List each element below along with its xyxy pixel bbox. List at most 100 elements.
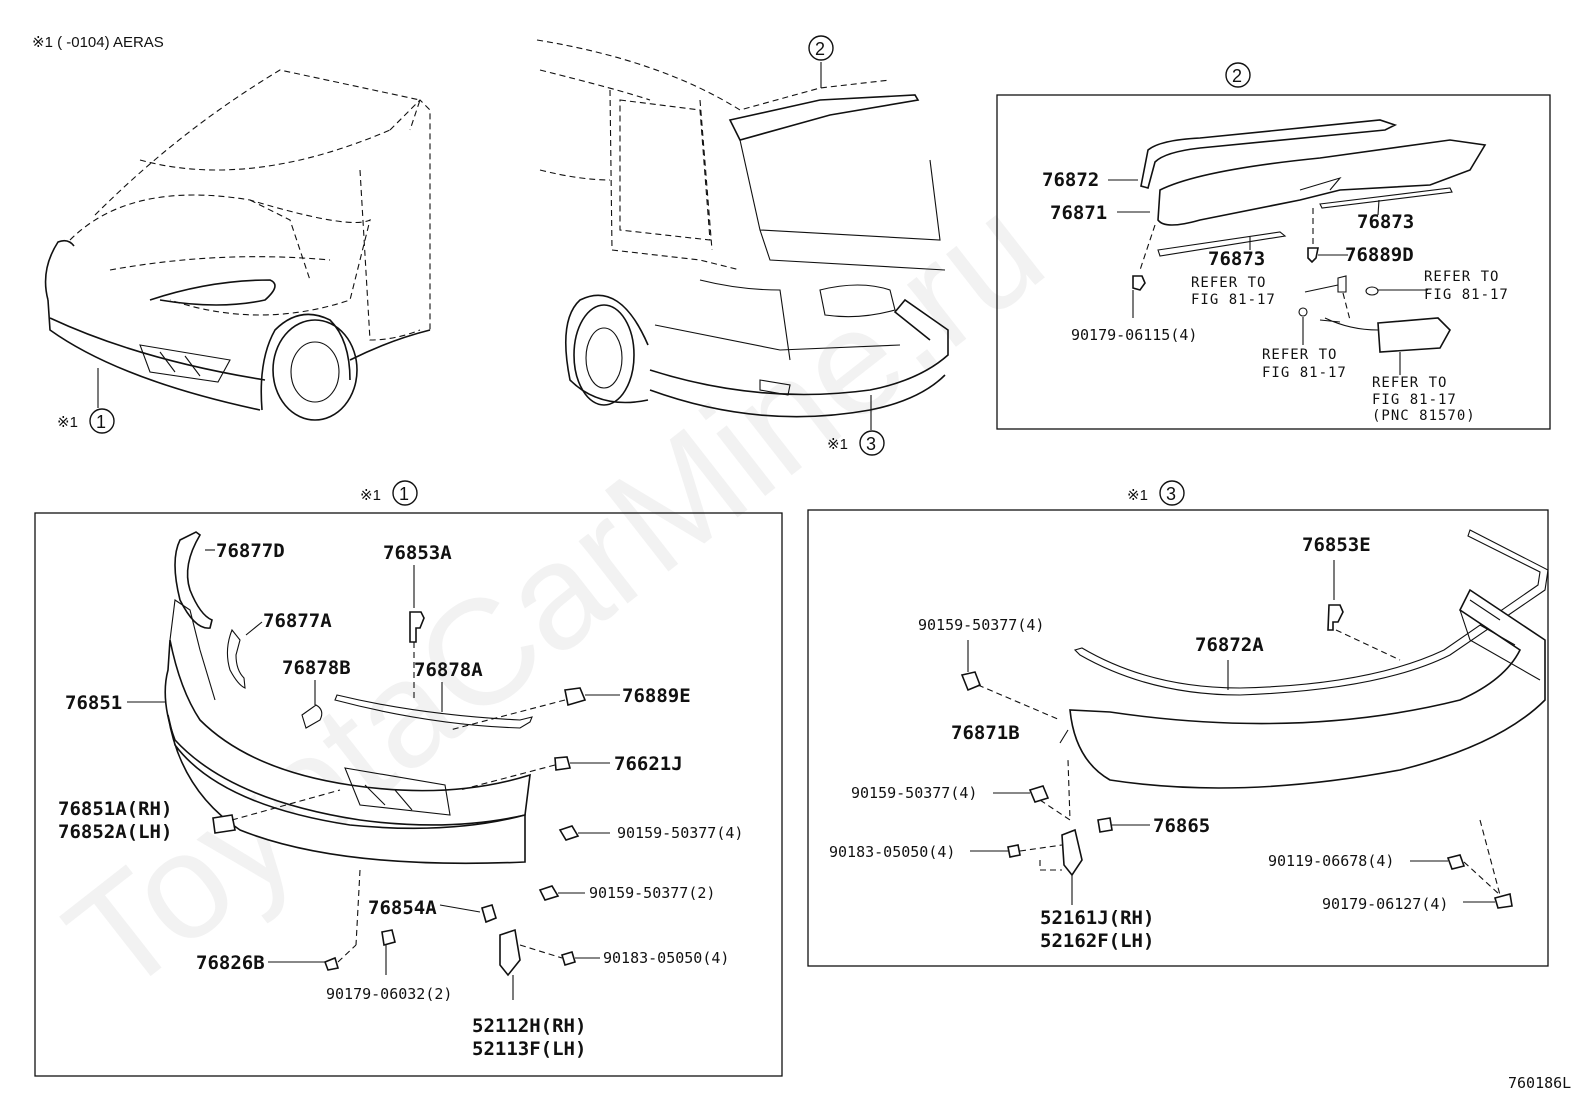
callout-2-top-number: 2 xyxy=(815,39,825,59)
label-76889d: 76889D xyxy=(1345,244,1414,266)
label-76621j: 76621J xyxy=(614,753,683,775)
label-76853e: 76853E xyxy=(1302,534,1371,556)
front-bumper-panel: 76877D 76853A 76877A 76878B 76878A 76851… xyxy=(58,531,743,1060)
part-76877a-shape xyxy=(226,628,246,689)
label-76873-left: 76873 xyxy=(1208,248,1265,270)
label-76872a: 76872A xyxy=(1195,634,1264,656)
part-76851a-shape xyxy=(212,814,236,834)
part-90183-05050-shape xyxy=(561,951,576,966)
part-76854a-shape xyxy=(481,904,497,924)
part-76877d-shape xyxy=(174,531,213,629)
ref-2-line-1: REFER TO xyxy=(1424,269,1499,285)
label-76826b: 76826B xyxy=(196,952,265,974)
label-52112h-rh: 52112H(RH) xyxy=(472,1015,586,1037)
part-76873-left-shape xyxy=(1157,231,1287,257)
label-76889e: 76889E xyxy=(622,685,691,707)
label-90159-50377-a: 90159-50377(4) xyxy=(918,616,1044,634)
part-76871b-shape xyxy=(1069,588,1546,789)
label-90159-50377-b: 90159-50377(4) xyxy=(851,784,977,802)
label-90183-05050-rear: 90183-05050(4) xyxy=(829,843,955,861)
part-76872a-shape xyxy=(1073,529,1549,696)
stop-lamp-shape xyxy=(1377,317,1451,353)
part-90183-05050-rear-shape xyxy=(1007,844,1021,858)
front-panel-frame xyxy=(34,512,783,1077)
rear-bumper-panel: 76853E 90159-50377(4) 76872A 76871B 9015… xyxy=(829,529,1549,952)
label-76853a: 76853A xyxy=(383,542,452,564)
ref-4-line-3: (PNC 81570) xyxy=(1372,408,1476,424)
label-76851: 76851 xyxy=(65,692,122,714)
header-note: ※1 ( -0104) AERAS xyxy=(32,34,164,51)
ref-2-line-2: FIG 81-17 xyxy=(1424,287,1509,303)
callout-1-circle xyxy=(89,408,115,434)
ref-1-line-1: REFER TO xyxy=(1191,275,1266,291)
rear-panel-frame xyxy=(807,509,1549,967)
label-52162f-lh: 52162F(LH) xyxy=(1040,930,1154,952)
callout-3-circle xyxy=(859,430,885,456)
label-76852a-lh: 76852A(LH) xyxy=(58,821,172,843)
label-76873-right: 76873 xyxy=(1357,211,1414,233)
part-90179-06115-shape xyxy=(1132,275,1146,291)
label-90183-05050: 90183-05050(4) xyxy=(603,949,729,967)
front-car-illustration: ※1 1 xyxy=(44,69,431,434)
label-52161j-rh: 52161J(RH) xyxy=(1040,907,1154,929)
rear-panel-note-mark: ※1 xyxy=(1127,487,1148,504)
callout-2-panel-number: 2 xyxy=(1232,66,1242,86)
rear-car-illustration: 2 ※1 3 xyxy=(536,35,949,456)
bracket-52161j-shape xyxy=(1061,828,1083,877)
label-76877d: 76877D xyxy=(216,540,285,562)
part-76878a-shape xyxy=(334,694,533,729)
part-76826b-shape xyxy=(323,956,340,971)
part-90159-50377-b-shape xyxy=(1028,785,1050,803)
label-76865: 76865 xyxy=(1153,815,1210,837)
callout-1-panel-number: 1 xyxy=(399,484,409,504)
ref-4-line-1: REFER TO xyxy=(1372,375,1447,391)
label-76854a: 76854A xyxy=(368,897,437,919)
part-90119-06678-shape xyxy=(1446,854,1466,870)
part-76865-shape xyxy=(1097,817,1113,833)
label-76872: 76872 xyxy=(1042,169,1099,191)
spoiler-panel-frame xyxy=(996,94,1551,430)
diagram-code: 760186L xyxy=(1508,1074,1571,1092)
front-note-mark: ※1 xyxy=(57,414,78,431)
label-76871b: 76871B xyxy=(951,722,1020,744)
part-90179-06032-shape xyxy=(381,929,396,947)
part-76872-shape xyxy=(1140,119,1398,189)
label-90179-06115: 90179-06115(4) xyxy=(1071,326,1197,344)
front-panel-note-mark: ※1 xyxy=(360,487,381,504)
label-76871: 76871 xyxy=(1050,202,1107,224)
part-76853a-shape xyxy=(409,611,425,643)
part-76621j-shape xyxy=(554,756,572,771)
label-76851a-rh: 76851A(RH) xyxy=(58,798,172,820)
part-76871-shape xyxy=(1157,139,1487,226)
part-76873-right-shape xyxy=(1319,187,1453,209)
part-76889e-shape xyxy=(564,687,587,707)
ref-3-line-1: REFER TO xyxy=(1262,347,1337,363)
callout-2-panel-circle xyxy=(1225,62,1251,88)
label-90159-50377-4: 90159-50377(4) xyxy=(617,824,743,842)
ref-3-line-2: FIG 81-17 xyxy=(1262,365,1347,381)
rear-note-mark: ※1 xyxy=(827,436,848,453)
callout-2-top-circle xyxy=(808,35,834,61)
part-76851-shape xyxy=(164,639,531,826)
label-52113f-lh: 52113F(LH) xyxy=(472,1038,586,1060)
ref-1-line-2: FIG 81-17 xyxy=(1191,292,1276,308)
ref-4-line-2: FIG 81-17 xyxy=(1372,392,1457,408)
label-76878a: 76878A xyxy=(414,659,483,681)
label-90179-06127: 90179-06127(4) xyxy=(1322,895,1448,913)
spoiler-panel: 76872 76871 76873 76873 76889D 90179-061… xyxy=(1042,119,1509,424)
part-90159-50377-a-shape xyxy=(960,671,982,692)
callout-3-panel-number: 3 xyxy=(1166,484,1176,504)
label-90119-06678: 90119-06678(4) xyxy=(1268,852,1394,870)
part-76878b-shape xyxy=(301,704,323,729)
part-76889d-shape xyxy=(1307,247,1319,264)
part-76853e-shape xyxy=(1327,604,1344,631)
part-90179-06127-shape xyxy=(1493,893,1513,909)
callout-1-number: 1 xyxy=(96,412,106,432)
label-90179-06032: 90179-06032(2) xyxy=(326,985,452,1003)
label-76877a: 76877A xyxy=(263,610,332,632)
part-90159-50377-2-shape xyxy=(538,885,560,901)
callout-1-panel-circle xyxy=(392,480,418,506)
part-90159-50377-4-shape xyxy=(558,825,580,841)
callout-3-panel-circle xyxy=(1159,480,1185,506)
